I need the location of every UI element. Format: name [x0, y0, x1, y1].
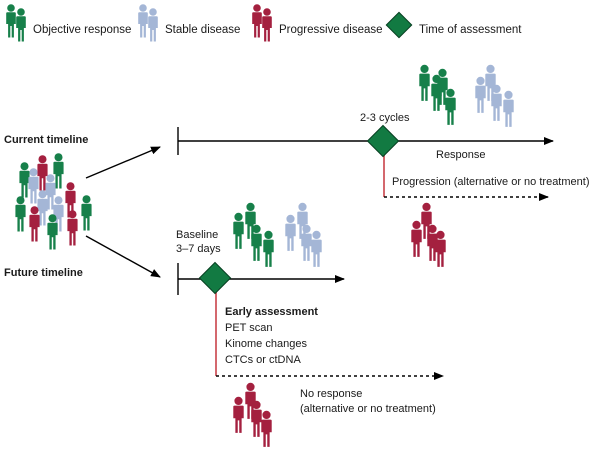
method-pet-scan: PET scan	[225, 322, 273, 334]
method-ctcs-ctdna: CTCs or ctDNA	[225, 354, 301, 366]
no-response-note: (alternative or no treatment)	[300, 403, 436, 415]
arrow-to-current-timeline	[85, 146, 161, 179]
initial-patient-cluster	[15, 153, 92, 250]
legend-assessment-diamond-icon	[385, 11, 413, 39]
arrow-to-future-timeline	[85, 235, 161, 278]
patient-figure	[15, 196, 26, 232]
current-cycles-label: 2-3 cycles	[360, 112, 410, 124]
current-response-stable-group	[475, 64, 514, 127]
future-timeline	[177, 202, 444, 447]
legend-assessment-label: Time of assessment	[419, 24, 522, 36]
future-no-response-group	[233, 382, 272, 447]
future-timeline-label: Future timeline	[4, 267, 83, 279]
patient-figure	[28, 168, 39, 204]
patient-figure	[67, 210, 78, 246]
patient-figure	[19, 162, 30, 198]
current-response-objective-group	[419, 64, 456, 125]
legend-stable-disease-label: Stable disease	[165, 24, 241, 36]
legend-stable-disease-icon	[138, 4, 158, 42]
patient-figure	[47, 214, 58, 250]
legend	[6, 4, 413, 42]
current-response-label: Response	[436, 149, 486, 161]
patient-figure	[29, 206, 40, 242]
legend-objective-response-icon	[6, 4, 26, 42]
early-assessment-label: Early assessment	[225, 306, 318, 318]
current-assessment-diamond	[366, 124, 400, 158]
legend-objective-response-label: Objective response	[33, 24, 132, 36]
future-objective-group	[233, 202, 274, 267]
current-progression-label: Progression (alternative or no treatment…	[392, 176, 590, 188]
method-kinome-changes: Kinome changes	[225, 338, 307, 350]
patient-figure	[81, 195, 92, 231]
current-timeline-label: Current timeline	[4, 134, 89, 146]
future-baseline-label: Baseline	[176, 229, 219, 241]
current-timeline	[177, 64, 554, 267]
no-response-label: No response	[300, 388, 363, 400]
legend-progressive-disease-label: Progressive disease	[279, 24, 383, 36]
current-progression-group	[411, 202, 446, 267]
future-days-label: 3–7 days	[176, 243, 221, 255]
future-assessment-diamond	[198, 261, 232, 295]
legend-progressive-disease-icon	[252, 4, 272, 42]
future-stable-group	[285, 202, 322, 267]
